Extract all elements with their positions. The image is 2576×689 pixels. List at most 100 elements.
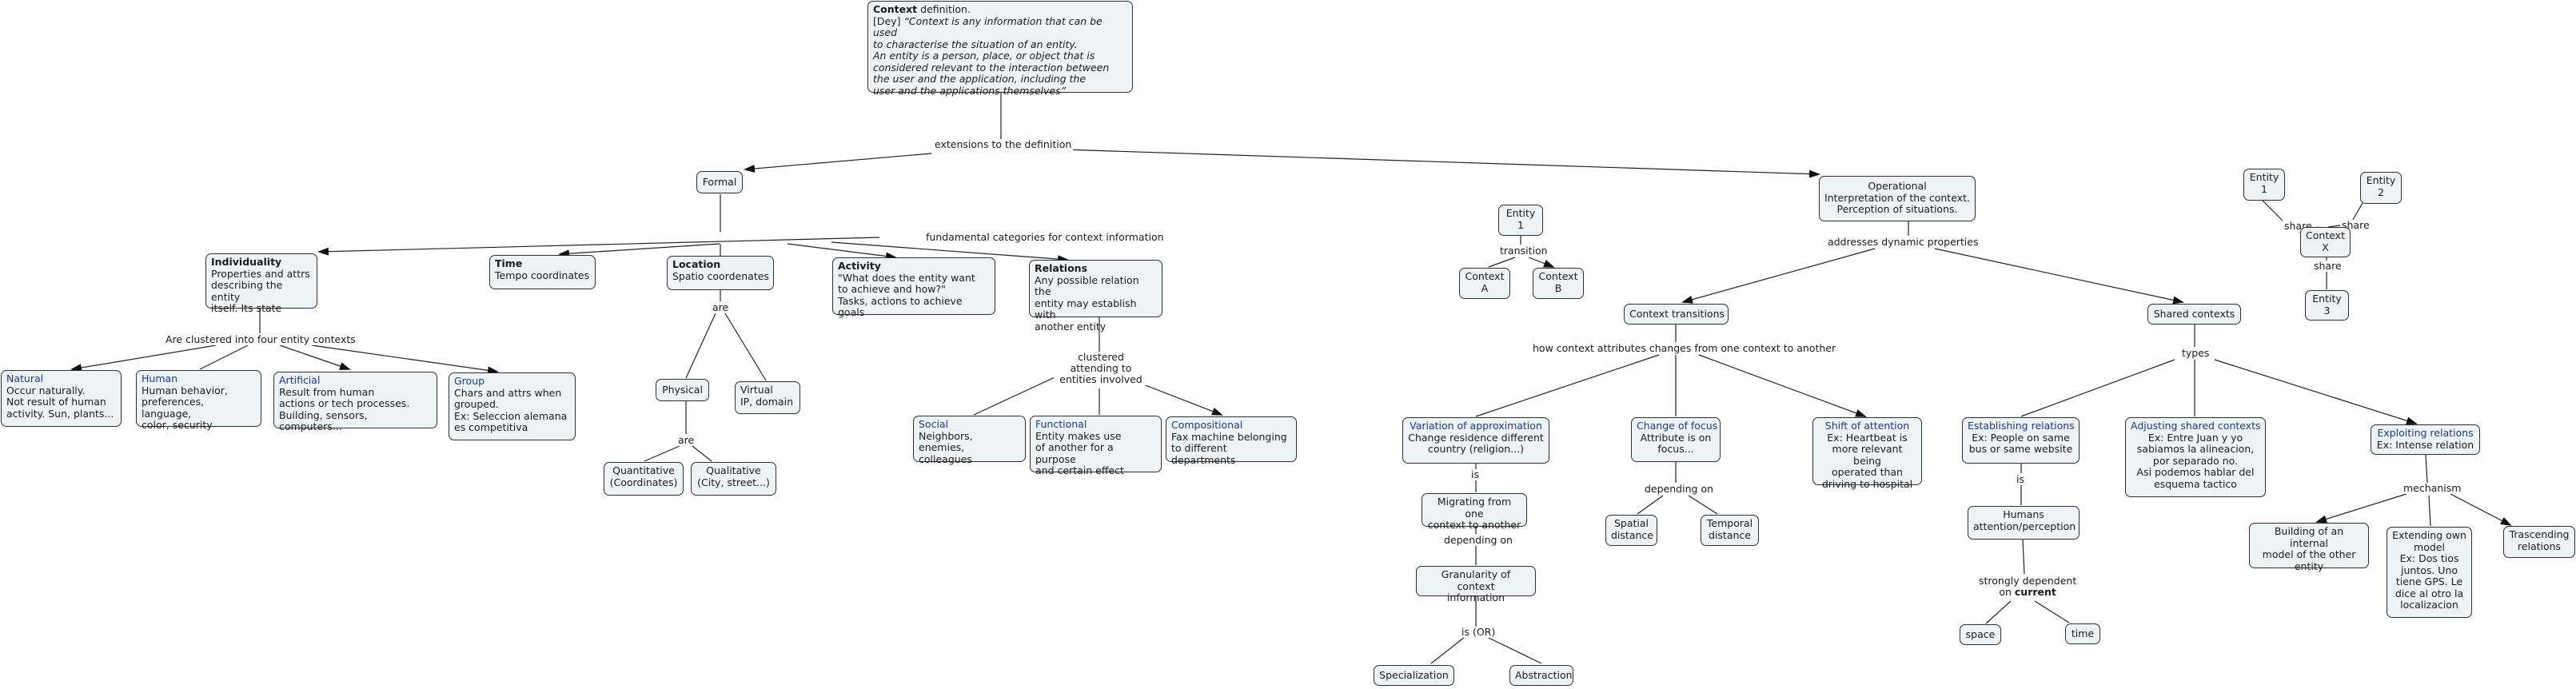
node-extending-model: Extending own model Ex: Dos tios juntos.… (2387, 527, 2472, 618)
edge-types-exp (2214, 359, 2418, 425)
node-specialization: Specialization (1374, 665, 1454, 686)
label-are-physical: are (676, 434, 696, 446)
edge-addr-ctxtrans (1681, 248, 1876, 304)
node-context-definition: Context definition. [Dey] “Context is an… (867, 1, 1133, 96)
edge-how-variation (1475, 354, 1660, 417)
node-establishing-relations: Establishing relations Ex: People on sam… (1962, 417, 2080, 464)
node-virtual: Virtual IP, domain (735, 381, 800, 414)
node-formal: Formal (696, 171, 743, 193)
label-is-establishing: is (2015, 473, 2026, 485)
label-is-or: is (OR) (1460, 626, 1497, 638)
node-entity-1: Entity 1 (2243, 169, 2285, 201)
edge-isor-abstr (1486, 636, 1542, 664)
node-change-focus: Change of focus Attribute is on focus... (1631, 417, 1721, 462)
edge-mech-extending (2428, 495, 2431, 527)
edge-are-quant (644, 445, 680, 462)
node-context-transitions: Context transitions (1624, 304, 1729, 325)
edge-strong-space (1985, 600, 2012, 624)
node-context-b: Context B (1533, 268, 1584, 299)
node-activity: Activity "What does the entity want to a… (832, 257, 995, 318)
node-location: Location Spatio coordenates (667, 256, 774, 290)
node-artificial: Artificial Result from human actions or … (273, 372, 437, 432)
node-social: Social Neighbors, enemies, colleagues (913, 416, 1026, 464)
context-quote: [Dey] “Context is any information that c… (873, 14, 1110, 97)
edge-mech-internal (2315, 493, 2407, 524)
edge-four-group (311, 344, 499, 375)
edge-e2-share (2352, 202, 2363, 221)
node-functional: Functional Entity makes use of another f… (1030, 416, 1162, 476)
edge-fund-individuality (317, 237, 880, 256)
edge-strong-time (2034, 600, 2070, 623)
label-depending-on-migrating: depending on (1442, 534, 1514, 546)
node-variation-approximation: Variation of approximation Change reside… (1402, 417, 1549, 464)
label-fundamental-categories: fundamental categories for context infor… (924, 231, 1166, 243)
edge-are-virtual (724, 313, 767, 381)
edge-trans-ctxA (1488, 257, 1516, 268)
label-how-context-changes: how context attributes changes from one … (1531, 342, 1838, 354)
node-time: Time Tempo coordinates (489, 255, 596, 289)
edge-types-est (2020, 359, 2175, 417)
edge-hum-strong (2022, 539, 2025, 575)
node-humans-attention: Humans attention/perception (1968, 506, 2080, 540)
label-are-location: are (711, 301, 731, 313)
node-relations: Relations Any possible relation the enti… (1029, 260, 1162, 332)
node-time-dependent: time (2065, 623, 2100, 644)
context-title: Context definition. (873, 3, 971, 15)
edge-dep-temporal (1688, 495, 1718, 515)
edge-ext-operational (1039, 148, 1820, 178)
label-is-variation: is (1469, 468, 1481, 480)
label-extensions: extensions to the definition (933, 138, 1074, 150)
edge-clust-comp (1134, 380, 1223, 416)
node-adjusting-shared: Adjusting shared contexts Ex: Entre Juan… (2125, 417, 2266, 497)
edge-mech-trasc (2450, 493, 2512, 526)
label-mechanism: mechanism (2402, 482, 2463, 494)
node-migrating: Migrating from one context to another (1422, 493, 1527, 531)
node-abstraction: Abstraction (1509, 665, 1573, 686)
node-individuality: Individuality Properties and attrs descr… (205, 253, 317, 314)
edge-addr-shared (1934, 248, 2184, 305)
node-context-x: Context X (2300, 227, 2351, 257)
node-space: space (1960, 624, 2001, 645)
node-compositional: Compositional Fax machine belonging to d… (1166, 416, 1297, 465)
edge-fund-activity (787, 243, 897, 261)
label-depending-on-focus: depending on (1643, 483, 1715, 495)
label-clustered-entities: clustered attending to entities involved (1054, 352, 1148, 385)
node-entity-2: Entity 2 (2360, 172, 2402, 204)
node-temporal-distance: Temporal distance (1701, 515, 1759, 546)
node-natural: Natural Occur naturally. Not result of h… (1, 370, 122, 427)
node-spatial-distance: Spatial distance (1605, 515, 1657, 546)
edge-trans-ctxB (1528, 257, 1555, 268)
label-types: types (2180, 347, 2211, 359)
node-context-a: Context A (1459, 268, 1510, 299)
node-qualitative: Qualitative (City, street...) (691, 462, 776, 496)
edge-how-shift (1698, 354, 1867, 417)
label-transition: transition (1498, 245, 1549, 257)
node-human: Human Human behavior, preferences, langu… (136, 370, 261, 431)
node-entity-1-transition: Entity 1 (1498, 205, 1543, 236)
node-group: Group Chars and attrs when grouped. Ex: … (449, 372, 576, 440)
edge-dep-spatial (1637, 495, 1664, 515)
edge-four-artificial (279, 344, 351, 370)
edge-ext-formal (744, 153, 932, 173)
edge-four-natural (70, 344, 217, 372)
edge-fund-relations (831, 241, 1069, 264)
label-clustered-four: Are clustered into four entity contexts (164, 333, 357, 345)
node-shift-attention: Shift of attention Ex: Heartbeat is more… (1812, 417, 1922, 489)
edge-are-qual (692, 445, 712, 462)
node-internal-model: Building of an internal model of the oth… (2249, 523, 2369, 572)
label-share-3: share (2312, 260, 2343, 272)
edge-are-physical (685, 313, 716, 379)
edge-fund-time (558, 243, 720, 258)
edge-clust-social (973, 372, 1064, 416)
edge-exp-mech (2425, 454, 2428, 484)
node-operational: Operational Interpretation of the contex… (1819, 176, 1976, 221)
edge-four-human (199, 344, 249, 370)
node-exploiting-relations: Exploiting relations Ex: Intense relatio… (2371, 424, 2480, 455)
node-granularity: Granularity of context information (1416, 566, 1536, 603)
label-addresses-dynamic: addresses dynamic properties (1826, 236, 1980, 248)
edge-share2-cx (2327, 225, 2341, 228)
node-entity-3: Entity 3 (2305, 290, 2349, 321)
node-quantitative: Quantitative (Coordinates) (604, 462, 684, 496)
